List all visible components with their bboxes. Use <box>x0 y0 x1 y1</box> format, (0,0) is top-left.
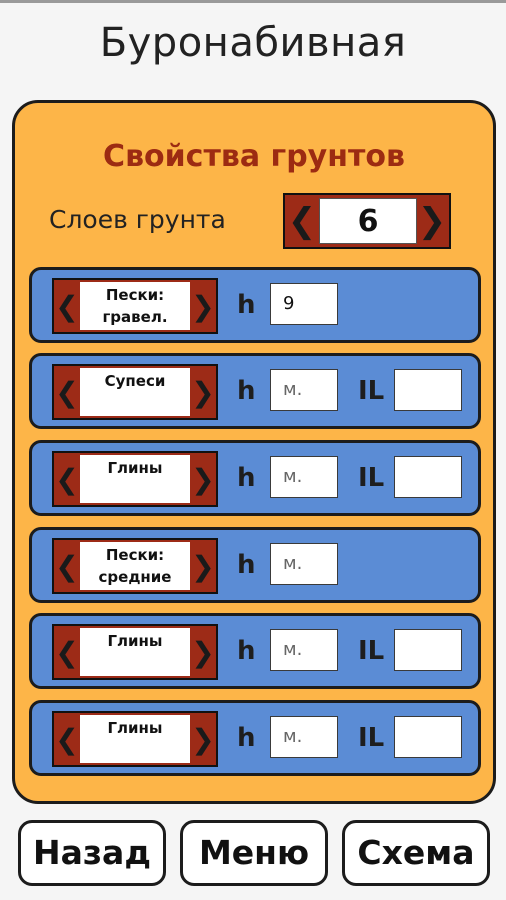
liquidity-index-input[interactable] <box>394 369 462 411</box>
soil-type-name: Глины <box>80 715 190 763</box>
liquidity-index-label: IL <box>358 723 385 753</box>
soil-layer-row-1: ❮ Пески: гравел. ❯ h 9 <box>29 267 481 343</box>
thickness-label: h <box>237 376 256 406</box>
chevron-right-icon[interactable]: ❯ <box>191 462 215 496</box>
chevron-left-icon[interactable]: ❮ <box>55 722 79 756</box>
thickness-label: h <box>237 550 256 580</box>
soil-type-name: Пески: средние <box>80 542 190 590</box>
layers-count-value: 6 <box>319 198 417 244</box>
thickness-input[interactable]: м. <box>270 543 338 585</box>
chevron-right-icon[interactable]: ❯ <box>191 722 215 756</box>
soil-type-selector[interactable]: ❮ Пески: гравел. ❯ <box>52 278 218 334</box>
thickness-label: h <box>237 636 256 666</box>
soil-type-selector[interactable]: ❮ Глины ❯ <box>52 711 218 767</box>
liquidity-index-label: IL <box>358 376 385 406</box>
chevron-left-icon[interactable]: ❮ <box>55 462 79 496</box>
increment-arrow-icon[interactable]: ❯ <box>417 201 447 241</box>
chevron-left-icon[interactable]: ❮ <box>55 289 79 323</box>
soil-layer-row-3: ❮ Глины ❯ h м. IL <box>29 440 481 516</box>
layers-count-stepper[interactable]: ❮ 6 ❯ <box>283 193 451 249</box>
soil-layer-row-5: ❮ Глины ❯ h м. IL <box>29 613 481 689</box>
chevron-right-icon[interactable]: ❯ <box>191 375 215 409</box>
layers-count-label: Слоев грунта <box>49 205 226 234</box>
menu-button[interactable]: Меню <box>180 820 328 886</box>
liquidity-index-input[interactable] <box>394 716 462 758</box>
app-title: Буронабивная <box>99 20 407 66</box>
thickness-input[interactable]: м. <box>270 716 338 758</box>
decrement-arrow-icon[interactable]: ❮ <box>287 201 317 241</box>
soil-type-selector[interactable]: ❮ Глины ❯ <box>52 624 218 680</box>
chevron-left-icon[interactable]: ❮ <box>55 635 79 669</box>
soil-layer-row-4: ❮ Пески: средние ❯ h м. <box>29 527 481 603</box>
back-button[interactable]: Назад <box>18 820 166 886</box>
panel-title: Свойства грунтов <box>103 139 405 174</box>
soil-type-name: Глины <box>80 455 190 503</box>
chevron-left-icon[interactable]: ❮ <box>55 549 79 583</box>
soil-type-name: Глины <box>80 628 190 676</box>
thickness-label: h <box>237 290 256 320</box>
thickness-input[interactable]: м. <box>270 629 338 671</box>
thickness-input[interactable]: м. <box>270 369 338 411</box>
thickness-label: h <box>237 723 256 753</box>
chevron-right-icon[interactable]: ❯ <box>191 635 215 669</box>
chevron-right-icon[interactable]: ❯ <box>191 289 215 323</box>
scheme-button[interactable]: Схема <box>342 820 490 886</box>
chevron-right-icon[interactable]: ❯ <box>191 549 215 583</box>
thickness-label: h <box>237 463 256 493</box>
soil-type-selector[interactable]: ❮ Супеси ❯ <box>52 364 218 420</box>
liquidity-index-label: IL <box>358 636 385 666</box>
chevron-left-icon[interactable]: ❮ <box>55 375 79 409</box>
soil-type-selector[interactable]: ❮ Пески: средние ❯ <box>52 538 218 594</box>
thickness-input[interactable]: м. <box>270 456 338 498</box>
liquidity-index-label: IL <box>358 463 385 493</box>
soil-type-name: Пески: гравел. <box>80 282 190 330</box>
soil-properties-panel: Свойства грунтов Слоев грунта ❮ 6 ❯ ❮ Пе… <box>12 100 496 804</box>
thickness-input[interactable]: 9 <box>270 283 338 325</box>
soil-layer-row-2: ❮ Супеси ❯ h м. IL <box>29 353 481 429</box>
liquidity-index-input[interactable] <box>394 629 462 671</box>
soil-type-name: Супеси <box>80 368 190 416</box>
top-strip <box>0 0 506 3</box>
soil-layer-row-6: ❮ Глины ❯ h м. IL <box>29 700 481 776</box>
liquidity-index-input[interactable] <box>394 456 462 498</box>
soil-type-selector[interactable]: ❮ Глины ❯ <box>52 451 218 507</box>
